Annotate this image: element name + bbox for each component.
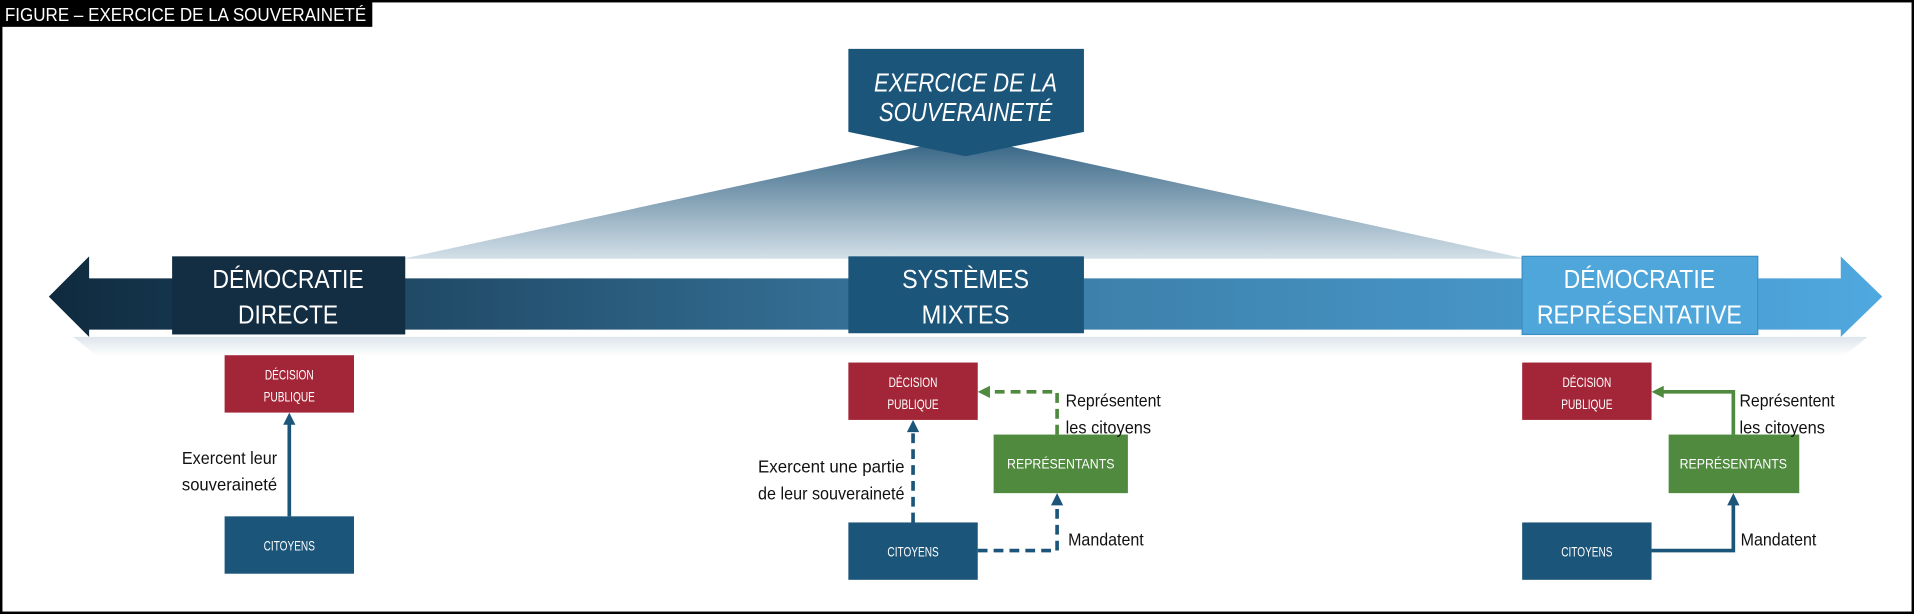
decision-line1: DÉCISION	[1562, 374, 1611, 390]
label-exercise-2: souveraineté	[182, 476, 277, 495]
label-represent-1: Représentent	[1066, 391, 1161, 410]
label-mandate: Mandatent	[1741, 531, 1817, 550]
mixed-systems-box	[848, 256, 1084, 334]
exercise-of-sovereignty-box	[848, 48, 1084, 157]
representatives-label: REPRÉSENTANTS	[1007, 456, 1114, 472]
label-mandate: Mandatent	[1068, 531, 1144, 550]
dashed-mandate-arrow-line	[977, 504, 1059, 553]
label-represent-2: les citoyens	[1739, 418, 1824, 437]
representative-democracy-line2: REPRÉSENTATIVE	[1537, 300, 1742, 329]
decision-line2: PUBLIQUE	[887, 396, 938, 412]
arrowhead-icon	[1651, 385, 1664, 398]
decision-line1: DÉCISION	[889, 374, 938, 390]
decision-box-mixed	[848, 362, 978, 420]
representative-democracy-line1: DÉMOCRATIE	[1564, 265, 1715, 294]
arrowhead-icon	[283, 412, 296, 425]
green-arrow-line	[1662, 390, 1736, 435]
top-box-line1: EXERCICE DE LA	[874, 70, 1057, 98]
decision-box-direct	[224, 355, 354, 413]
citizens-box-mixed	[848, 522, 978, 580]
decision-box-representative	[1522, 362, 1652, 420]
arrowhead-icon	[906, 419, 920, 433]
decision-line2: PUBLIQUE	[264, 389, 315, 405]
direct-democracy-line1: DÉMOCRATIE	[212, 265, 363, 294]
direct-democracy-line2: DIRECTE	[238, 301, 338, 329]
figure-title: FIGURE – EXERCICE DE LA SOUVERAINETÉ	[5, 4, 366, 25]
mandate-arrow-line	[1651, 504, 1736, 553]
citizens-box-direct	[224, 516, 354, 574]
citizens-label: CITOYENS	[887, 544, 938, 560]
dashed-green-arrow-line	[988, 390, 1059, 435]
top-box-line2: SOUVERAINETÉ	[879, 98, 1053, 127]
representatives-label: REPRÉSENTANTS	[1680, 456, 1787, 472]
label-represent-1: Représentent	[1739, 391, 1834, 410]
mixed-systems-line1: SYSTÈMES	[902, 265, 1029, 294]
decision-line2: PUBLIQUE	[1561, 396, 1612, 412]
citizens-label: CITOYENS	[264, 538, 315, 554]
representatives-box-representative	[1668, 434, 1800, 494]
citizens-box-representative	[1522, 522, 1652, 580]
figure-title-tab	[0, 0, 373, 27]
mixed-systems-line2: MIXTES	[922, 301, 1010, 329]
label-partial-2: de leur souveraineté	[758, 484, 904, 503]
arrowhead-icon	[977, 385, 990, 398]
bar-reflection	[73, 336, 1868, 357]
direct-democracy-box	[172, 256, 406, 335]
scope-triangle	[402, 136, 1526, 259]
label-represent-2: les citoyens	[1066, 418, 1151, 437]
representative-democracy-box	[1521, 255, 1759, 336]
arrowhead-icon	[1050, 493, 1064, 506]
arrowhead-icon	[1727, 493, 1740, 506]
label-exercise-1: Exercent leur	[182, 449, 278, 468]
citizens-label: CITOYENS	[1561, 544, 1612, 560]
label-partial-1: Exercent une partie	[758, 457, 904, 476]
representatives-box-mixed	[993, 434, 1128, 494]
decision-line1: DÉCISION	[265, 367, 314, 383]
